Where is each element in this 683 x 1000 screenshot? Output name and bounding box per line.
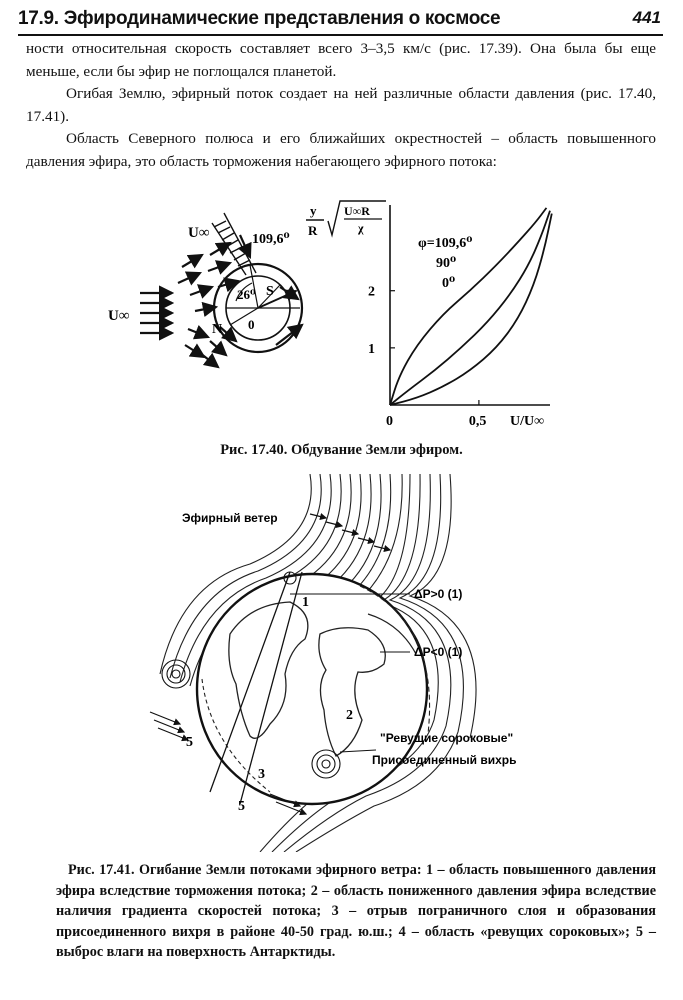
series-line-1	[389, 210, 551, 406]
x-tick-label: 0,5	[469, 414, 487, 429]
y-tick-label: 2	[368, 285, 375, 300]
u-inf-left-label: U∞	[108, 308, 130, 324]
wind-tick-arrows	[309, 513, 392, 553]
roaring-forties-label: "Ревущие сороковые"	[380, 731, 513, 745]
running-header: 17.9. Эфиродинамические представления о …	[18, 4, 663, 36]
leader-lines	[290, 593, 410, 753]
s-label: S	[266, 284, 274, 299]
wind-label: Эфирный ветер	[182, 511, 278, 525]
angle-109-label: 109,6⁰	[252, 232, 290, 247]
figure-17-41-diagram: Эфирный ветер ΔP>0 (1) ΔP<0 (1) "Ревущие…	[149, 474, 517, 852]
attached-vortex-label: Присоединенный вихрь	[372, 753, 517, 767]
region-3-label: 3	[258, 767, 265, 782]
y-tick-label: 1	[368, 342, 375, 357]
dp-pos-label: ΔP>0 (1)	[414, 587, 462, 601]
plot-area: 0 0,5 1 2U/U∞	[368, 205, 553, 429]
earth-globe	[195, 571, 431, 806]
zero-label: 0	[248, 317, 255, 332]
region-1-label: 1	[302, 595, 309, 610]
ylabel-root-den: χ	[357, 221, 364, 235]
section-title: 17.9. Эфиродинамические представления о …	[18, 8, 501, 29]
vortices	[161, 571, 341, 779]
page-number: 441	[632, 8, 661, 27]
angle-26-label: 26⁰	[237, 287, 256, 302]
ylabel-root-num: U∞R	[344, 204, 370, 218]
inflow-hatched-band	[211, 212, 257, 276]
n-label: N	[212, 322, 222, 337]
left-outflow-arrows	[149, 711, 308, 816]
paragraph-1: ности относительная скорость составляет …	[26, 40, 656, 80]
dp-neg-label: ΔP<0 (1)	[414, 645, 462, 659]
x-tick-label: 0	[386, 414, 393, 429]
region-2-label: 2	[346, 708, 353, 723]
region-5a-label: 5	[186, 735, 193, 750]
u-inf-top-label: U∞	[188, 225, 210, 241]
series-line-2	[389, 213, 553, 406]
x-axis-label: U/U∞	[510, 414, 544, 429]
curve-label-90: 90⁰	[436, 256, 456, 271]
figure-17-40-chart: y R U∞R χ 0 0,5 1 2U/U∞ φ=109,6⁰ 90⁰ 0⁰	[306, 200, 553, 429]
figure-17-40-flow-diagram: U∞ U∞ 109,6⁰ 26⁰ S N 0	[108, 212, 304, 369]
region-5b-label: 5	[238, 799, 245, 814]
series-line-0	[389, 207, 548, 406]
ylabel-num: y	[310, 203, 317, 218]
figure-17-41-caption: Рис. 17.41. Огибание Земли потоками эфир…	[56, 862, 656, 960]
paragraph-3: Область Северного полюса и его ближайших…	[26, 130, 656, 170]
y-axis-label: y R U∞R χ	[306, 200, 386, 238]
ylabel-den: R	[308, 223, 318, 238]
curve-label-109: φ=109,6⁰	[418, 236, 472, 251]
sphere	[212, 262, 304, 354]
figure-17-40-caption: Рис. 17.40. Обдувание Земли эфиром.	[220, 442, 463, 458]
curve-label-0: 0⁰	[442, 276, 455, 291]
paragraph-2: Огибая Землю, эфирный поток создает на н…	[26, 85, 656, 125]
